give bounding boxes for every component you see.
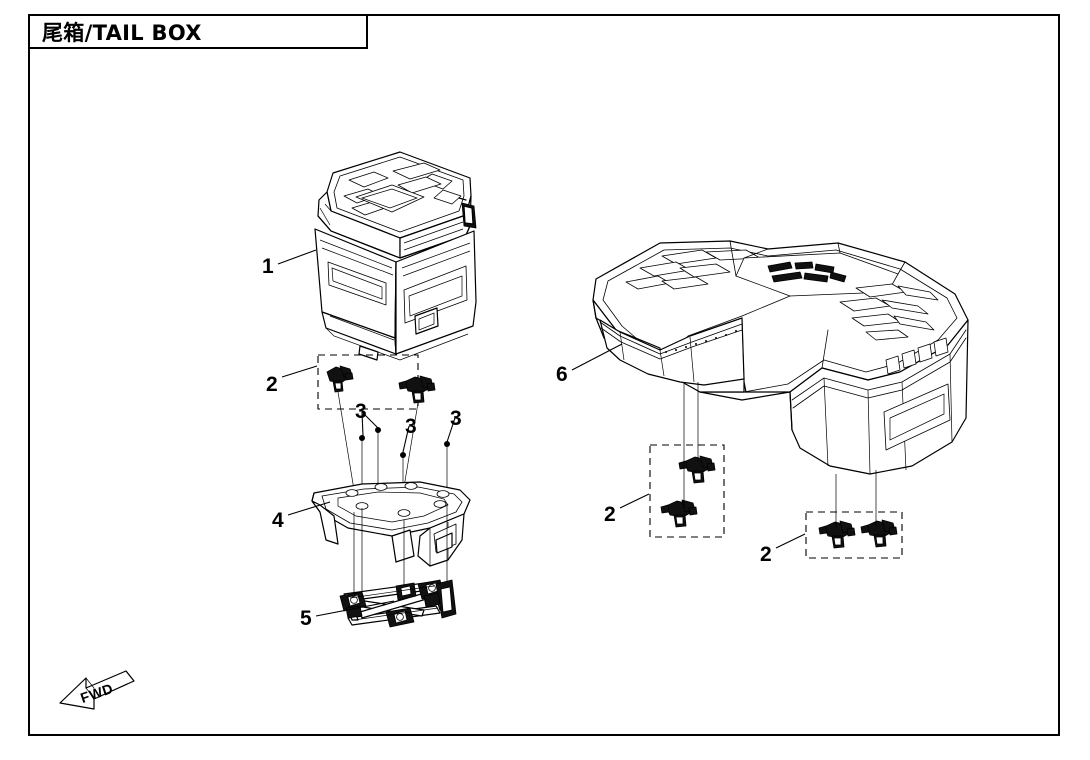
callout-3a: 3 [355, 400, 367, 423]
callout-2c: 2 [760, 543, 772, 566]
latch-fastener-b [398, 375, 436, 404]
brand-logo [767, 261, 847, 283]
detail-box-right [805, 511, 903, 559]
part-small-tail-box [314, 151, 477, 361]
assembly-guide-lines-right [835, 470, 877, 528]
callout-3b: 3 [405, 415, 417, 438]
latch-fastener-d [660, 499, 698, 528]
latch-fastener-f [860, 519, 898, 548]
leader-line-5 [315, 600, 395, 617]
callout-5: 5 [300, 607, 312, 630]
callout-2b: 2 [604, 503, 616, 526]
leader-line-2b [619, 493, 650, 509]
latch-fastener-a [326, 365, 354, 393]
leader-line-3c [446, 417, 456, 443]
assembly-guide-lines [353, 504, 448, 604]
leader-line-6 [571, 343, 623, 371]
leader-line-3a [361, 411, 379, 429]
part-mounting-bracket [311, 481, 471, 567]
vent-dots [665, 330, 737, 353]
latch-fastener-c [678, 455, 716, 484]
leader-line-2c [775, 533, 806, 549]
fwd-indicator: FWD [50, 668, 150, 720]
callout-3c: 3 [450, 407, 462, 430]
callout-4: 4 [272, 509, 284, 532]
detail-box-center [649, 444, 725, 538]
page-border [28, 14, 1060, 736]
callout-6: 6 [556, 363, 568, 386]
callout-1: 1 [262, 255, 274, 278]
detail-box-upper-left [317, 354, 419, 410]
leader-line-3b [402, 425, 410, 453]
assembly-guide-lines-center [683, 382, 699, 508]
title-box: 尾箱/TAIL BOX [28, 14, 368, 49]
fwd-label: FWD [78, 680, 116, 706]
part-frame-rack [339, 579, 457, 628]
leader-line-2a [281, 365, 318, 378]
page-title: 尾箱/TAIL BOX [42, 20, 202, 45]
leader-line-1 [277, 249, 317, 265]
fwd-arrow-icon [59, 670, 135, 710]
callout-2a: 2 [266, 373, 278, 396]
leader-line-4 [287, 501, 331, 516]
leader-line-3a2 [361, 411, 364, 437]
latch-fastener-e [818, 520, 856, 549]
part-large-cargo-box [592, 240, 969, 475]
